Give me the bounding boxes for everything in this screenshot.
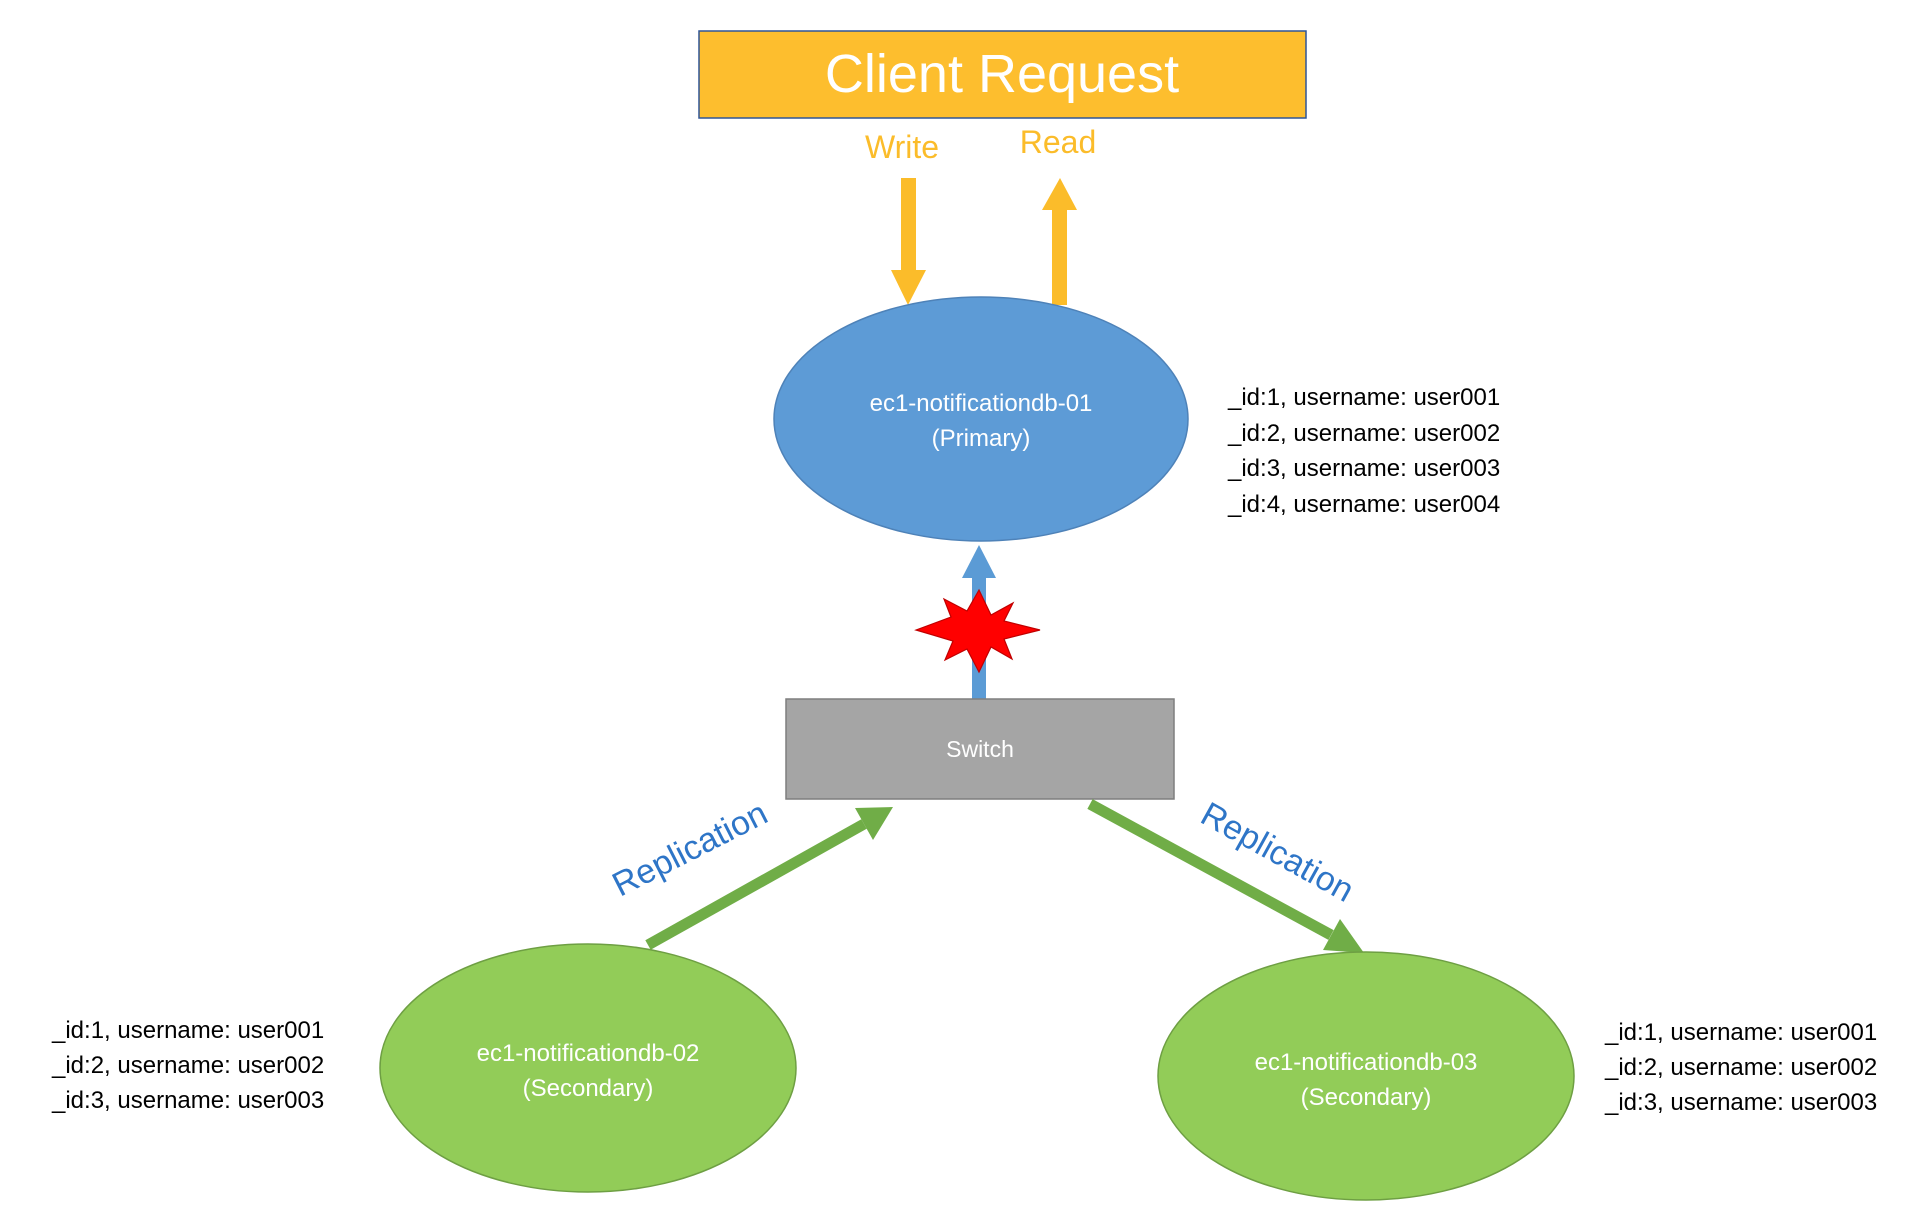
primary-record: _id:2, username: user002 bbox=[1227, 420, 1500, 447]
replication-arrow-right bbox=[1087, 799, 1364, 953]
replication-arrow-left bbox=[645, 807, 893, 950]
write-arrow-head bbox=[891, 270, 926, 305]
client-request: Client Request bbox=[698, 30, 1307, 119]
secondary-node-right-ellipse bbox=[1157, 951, 1575, 1201]
secondary-left-record: _id:1, username: user001 bbox=[51, 1017, 324, 1044]
secondary-node-right: ec1-notificationdb-03 (Secondary) bbox=[1157, 951, 1575, 1201]
burst-icon bbox=[914, 588, 1041, 674]
read-arrow-shaft bbox=[1052, 210, 1067, 305]
replication-arrow-left-shaft bbox=[645, 819, 867, 950]
primary-record: _id:1, username: user001 bbox=[1227, 384, 1500, 411]
write-label: Write bbox=[865, 129, 939, 165]
write-arrow bbox=[891, 178, 926, 305]
write-arrow-shaft bbox=[901, 178, 916, 270]
secondary-node-right-name: ec1-notificationdb-03 bbox=[1255, 1049, 1478, 1076]
replication-arrow-right-shaft bbox=[1087, 799, 1334, 940]
secondary-right-record: _id:3, username: user003 bbox=[1604, 1089, 1877, 1116]
secondary-right-record: _id:2, username: user002 bbox=[1604, 1054, 1877, 1081]
primary-record: _id:4, username: user004 bbox=[1227, 491, 1500, 518]
secondary-left-record: _id:2, username: user002 bbox=[51, 1052, 324, 1079]
read-label: Read bbox=[1020, 124, 1097, 160]
replication-arrow-left-head bbox=[855, 807, 893, 840]
secondary-node-left: ec1-notificationdb-02 (Secondary) bbox=[379, 943, 797, 1193]
replication-label-right: Replication bbox=[1195, 795, 1361, 910]
read-arrow bbox=[1042, 178, 1077, 305]
primary-node-role: (Primary) bbox=[932, 425, 1031, 452]
primary-record: _id:3, username: user003 bbox=[1227, 455, 1500, 482]
primary-node-ellipse bbox=[773, 296, 1189, 542]
link-arrow-head bbox=[962, 545, 996, 578]
secondary-node-left-ellipse bbox=[379, 943, 797, 1193]
secondary-right-records: _id:1, username: user001 _id:2, username… bbox=[1604, 1019, 1877, 1116]
secondary-node-right-role: (Secondary) bbox=[1301, 1084, 1432, 1111]
secondary-node-left-name: ec1-notificationdb-02 bbox=[477, 1040, 700, 1067]
replication-arrow-right-head bbox=[1323, 919, 1364, 953]
primary-node-name: ec1-notificationdb-01 bbox=[870, 390, 1093, 417]
secondary-right-record: _id:1, username: user001 bbox=[1604, 1019, 1877, 1046]
switch: Switch bbox=[785, 698, 1175, 800]
switch-label: Switch bbox=[946, 736, 1014, 762]
secondary-node-left-role: (Secondary) bbox=[523, 1075, 654, 1102]
primary-records: _id:1, username: user001 _id:2, username… bbox=[1227, 384, 1500, 518]
secondary-left-record: _id:3, username: user003 bbox=[51, 1087, 324, 1114]
client-request-title: Client Request bbox=[825, 44, 1179, 104]
client-request-box bbox=[698, 30, 1307, 119]
secondary-left-records: _id:1, username: user001 _id:2, username… bbox=[51, 1017, 324, 1114]
primary-node: ec1-notificationdb-01 (Primary) bbox=[773, 296, 1189, 542]
switch-box bbox=[785, 698, 1175, 800]
read-arrow-head bbox=[1042, 178, 1077, 210]
